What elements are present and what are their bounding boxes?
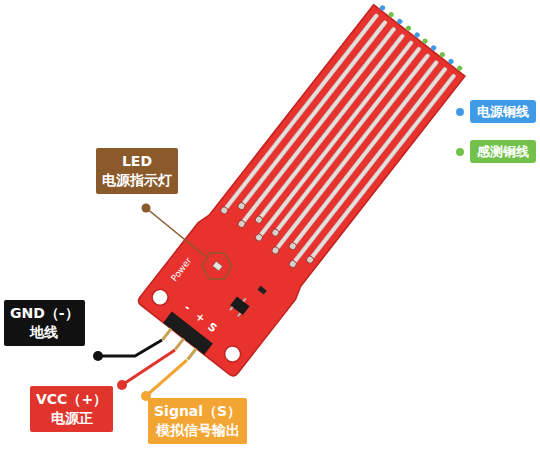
- callout-text: Signal（S）: [154, 402, 241, 421]
- leader-dot: [93, 351, 103, 361]
- legend-row: 感测铜线: [456, 140, 536, 163]
- via-holes: [219, 194, 315, 275]
- callout-text: 电源指示灯: [102, 171, 172, 190]
- callout-box: Signal（S）模拟信号输出: [148, 398, 247, 444]
- legend-text: 感测铜线: [470, 140, 536, 163]
- callout-box: LED电源指示灯: [96, 148, 178, 194]
- legend-row: 电源铜线: [456, 100, 536, 123]
- signal-wire: [146, 360, 187, 396]
- callout-text: LED: [102, 152, 172, 171]
- legend-text: 电源铜线: [470, 100, 536, 123]
- led-chip: [213, 261, 223, 271]
- vcc-wire: [122, 350, 175, 385]
- mounting-hole: [221, 343, 243, 365]
- trace-end-dots: [379, 4, 464, 72]
- callout-text: GND（-）: [10, 304, 79, 323]
- callout-box: VCC（+）电源正: [30, 386, 113, 432]
- led-highlight: [202, 253, 232, 279]
- sensor-board: [128, 0, 472, 389]
- mounting-hole: [149, 286, 171, 308]
- callout-text: VCC（+）: [36, 390, 107, 409]
- transistor-chip: [228, 293, 252, 318]
- callout-text: 模拟信号输出: [154, 421, 241, 440]
- copper-traces: [224, 13, 456, 270]
- legend-swatch: [456, 108, 464, 116]
- leader-line: [146, 208, 205, 256]
- legend-swatch: [456, 148, 464, 156]
- callout-box: GND（-）地线: [4, 300, 85, 346]
- resistor-chip: [257, 286, 266, 295]
- leader-dot: [117, 380, 127, 390]
- leader-dot: [142, 204, 151, 213]
- callout-text: 电源正: [36, 409, 107, 428]
- pcb-outline: [136, 2, 468, 378]
- gnd-wire: [98, 340, 162, 356]
- callout-text: 地线: [10, 323, 79, 342]
